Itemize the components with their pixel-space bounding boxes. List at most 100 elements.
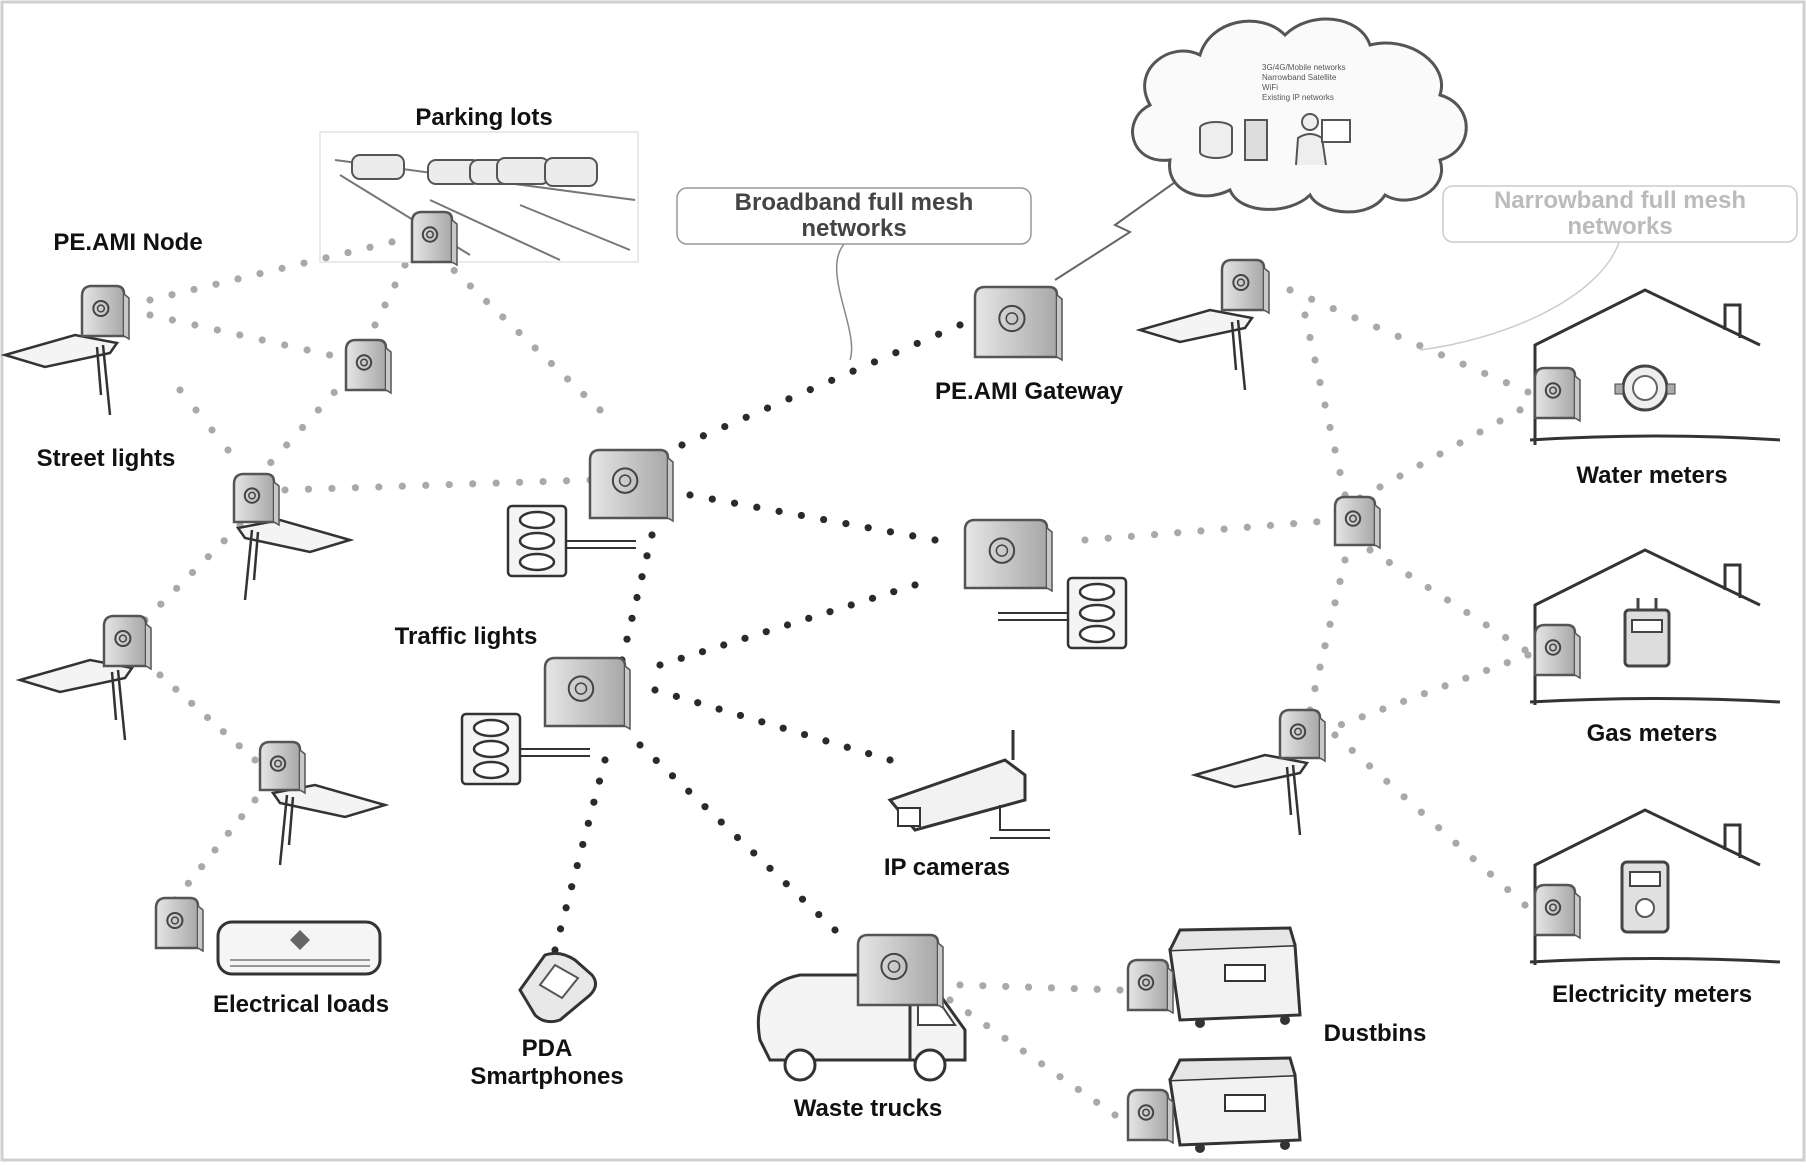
link-dot — [1372, 323, 1381, 331]
water-meter-icon — [1614, 364, 1676, 412]
narrowband-callout-line2: networks — [1567, 213, 1672, 240]
link-dot — [584, 819, 592, 827]
pe-ami-node — [1220, 258, 1270, 315]
link-dot — [1111, 1111, 1119, 1119]
link-dot — [1416, 461, 1424, 469]
node-logo-icon — [269, 755, 287, 772]
link-dot — [300, 259, 308, 267]
link-dot — [1308, 295, 1316, 303]
link-dot — [1331, 446, 1339, 454]
pe-ami-node — [258, 740, 306, 795]
link-dot — [1476, 428, 1484, 436]
cloud-item: Existing IP networks — [1262, 93, 1334, 102]
link-dot — [213, 326, 221, 334]
operator-icon — [1295, 113, 1351, 166]
link-dot — [1416, 342, 1424, 350]
link-dot — [1459, 360, 1467, 368]
link-dot — [398, 482, 406, 490]
link-dot — [1316, 663, 1324, 671]
label-water-meters: Water meters — [1576, 462, 1727, 489]
link-dot — [1093, 985, 1101, 993]
node-logo-icon — [243, 487, 261, 504]
link-dot — [753, 503, 761, 511]
node-logo-icon — [1232, 273, 1250, 292]
link-dot — [381, 301, 389, 309]
link-dot — [531, 344, 539, 352]
link-dot — [1116, 986, 1124, 994]
link-dot — [146, 311, 154, 319]
link-dot — [656, 661, 664, 669]
link-dot — [281, 486, 289, 494]
pe-ami-node — [1533, 883, 1581, 940]
link-dot — [1311, 356, 1319, 364]
link-dot — [251, 756, 259, 764]
label-parking-lots: Parking lots — [415, 104, 552, 131]
broadband-callout: Broadband full mesh networks — [676, 187, 1032, 245]
link-dot — [736, 711, 745, 720]
link-dot — [847, 601, 855, 609]
wireless-link-icon — [1054, 174, 1186, 281]
link-dot — [1400, 697, 1408, 705]
house-gas-meter — [1529, 548, 1781, 705]
link-dot — [551, 946, 559, 954]
link-dot — [256, 270, 264, 278]
link-dot — [956, 321, 964, 329]
link-dot — [1482, 621, 1490, 629]
link-dot — [763, 404, 772, 412]
cloud-icon: 3G/4G/Mobile networks Narrowband Satelli… — [1131, 17, 1468, 214]
link-dot — [281, 341, 289, 349]
link-dot — [1038, 1060, 1046, 1068]
link-dot — [979, 982, 987, 990]
dustbin-icon — [1168, 1056, 1302, 1153]
link-dot — [798, 895, 807, 903]
pe-ami-node — [1533, 623, 1581, 680]
link-dot — [1301, 311, 1309, 319]
link-dot — [596, 406, 604, 414]
link-dot — [168, 291, 176, 299]
link-dot — [677, 654, 685, 662]
cloud-item: 3G/4G/Mobile networks — [1262, 63, 1346, 72]
link-dot — [886, 528, 895, 536]
link-dot — [694, 699, 702, 707]
link-dot — [628, 614, 636, 622]
database-icon — [1199, 121, 1233, 159]
link-dot — [1385, 558, 1393, 567]
link-dot — [648, 531, 656, 539]
link-dot — [868, 594, 877, 602]
link-dot — [298, 423, 307, 432]
link-dot — [1081, 536, 1089, 544]
label-gas-meters: Gas meters — [1587, 720, 1718, 747]
link-dot — [1321, 642, 1329, 650]
link-dot — [849, 367, 857, 375]
link-dot — [1341, 556, 1349, 564]
link-dot — [590, 798, 598, 806]
link-dot — [797, 511, 805, 520]
link-dot — [1437, 351, 1446, 359]
narrowband-callout-line1: Narrowband full mesh — [1494, 187, 1746, 214]
link-dot — [190, 285, 198, 294]
link-dot — [843, 743, 851, 751]
link-dot — [1002, 982, 1010, 991]
link-dot — [203, 713, 212, 722]
link-dot — [1503, 659, 1511, 667]
link-dot — [172, 685, 180, 693]
link-dot — [1047, 984, 1056, 992]
link-dot — [238, 813, 246, 821]
link-dot — [911, 581, 919, 589]
link-dot — [1400, 793, 1408, 801]
link-dot — [715, 705, 723, 713]
link-dot — [568, 883, 576, 891]
link-dot — [176, 386, 184, 394]
link-dot — [595, 777, 604, 785]
link-dot — [785, 395, 793, 403]
link-dot — [1024, 983, 1033, 991]
pe-ami-node — [1126, 1088, 1174, 1145]
link-dot — [782, 880, 790, 888]
link-dot — [750, 849, 758, 857]
link-dot — [913, 339, 921, 348]
link-dot — [344, 248, 352, 257]
link-dot — [956, 981, 964, 989]
link-dot — [668, 772, 677, 780]
street-light-icon — [0, 333, 120, 416]
